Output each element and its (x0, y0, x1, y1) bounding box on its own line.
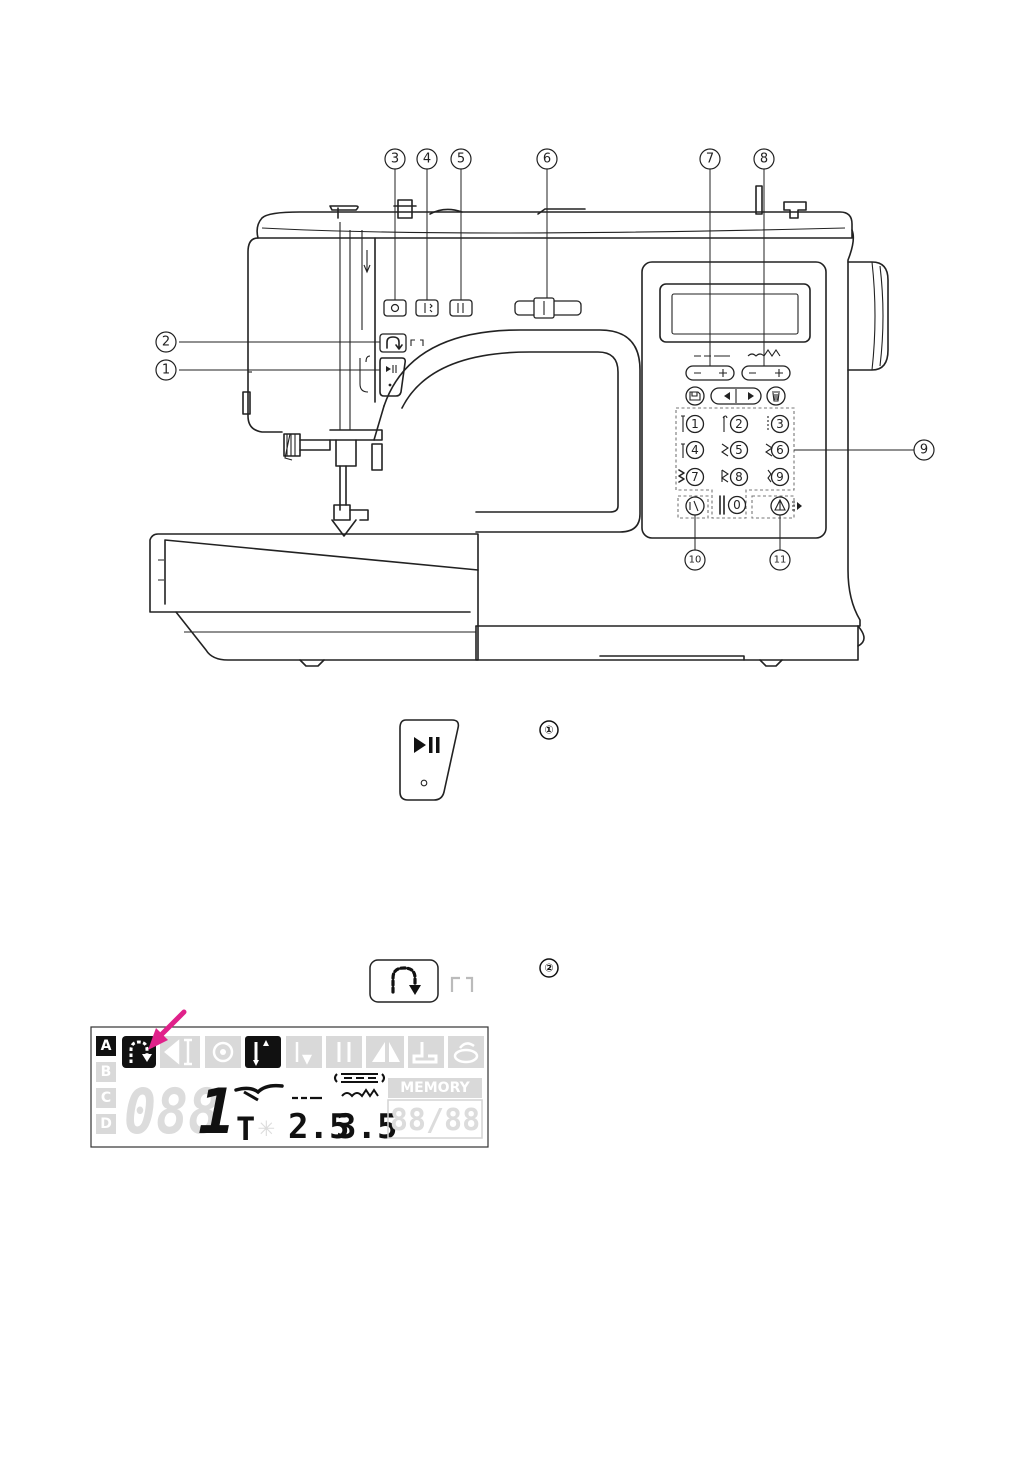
callout-circle-3 (384, 148, 406, 170)
lcd-mode-b: B (101, 1064, 112, 1080)
reverse-stitch-icon (386, 336, 403, 350)
sewing-machine: 1 2 3 4 5 6 7 8 9 0 (149, 185, 889, 667)
start-stop-button-large (399, 719, 460, 801)
twin-needle-button[interactable] (449, 299, 473, 317)
auto-tie-icon (689, 500, 699, 512)
mirror-icon (774, 498, 786, 511)
reverse-stitch-icon (391, 966, 417, 994)
twin-needle-icon (457, 303, 464, 313)
pattern-key-9[interactable] (770, 467, 790, 487)
highlight-arrow (148, 1009, 187, 1050)
callout-circle-9 (913, 439, 935, 461)
callout-8: 8 (760, 152, 768, 167)
lcd-mode-d: D (100, 1116, 112, 1132)
section-marker-2: ② (544, 962, 553, 975)
control-panel (641, 261, 827, 539)
lcd-pattern-digit: 1 (198, 1075, 235, 1148)
callout-3: 3 (391, 152, 399, 167)
callout-2: 2 (162, 335, 170, 350)
callout-circle-10 (684, 549, 706, 571)
callout-circle-5 (450, 148, 472, 170)
callout-circle-4 (416, 148, 438, 170)
lcd-needle-up-icon (245, 1036, 281, 1068)
callout-1: 1 (162, 363, 170, 378)
pattern-key-3[interactable] (770, 414, 790, 434)
section-start-stop: ① (399, 719, 559, 801)
lcd-mode-c: C (101, 1090, 111, 1106)
play-pause-icon (386, 366, 391, 372)
svg-text:✳: ✳ (258, 1110, 275, 1143)
lcd-pattern-number: 088 (124, 1075, 220, 1148)
reverse-lock-icon (410, 339, 424, 346)
play-pause-icon (414, 737, 426, 753)
callout-circle-2 (155, 331, 177, 353)
pattern-key-label-2: 2 (735, 417, 743, 431)
pattern-keypad: 1 2 3 4 5 6 7 8 9 0 (685, 414, 790, 515)
callout-7: 7 (706, 152, 714, 167)
stitch-width-adjust[interactable] (741, 365, 791, 381)
lcd-memory-value: 88/88 (390, 1103, 480, 1138)
pattern-key-label-6: 6 (776, 443, 784, 457)
lcd-bezel (659, 283, 811, 343)
lcd-memory-label-bg (388, 1078, 482, 1098)
save-icon (689, 391, 701, 401)
callout-circle-11 (769, 549, 791, 571)
callout-circle-8 (753, 148, 775, 170)
callout-circle-1 (155, 359, 177, 381)
callout-5: 5 (457, 152, 465, 167)
pattern-key-label-9: 9 (776, 470, 784, 484)
lcd-mode-a: A (101, 1038, 112, 1054)
pattern-key-1[interactable] (685, 414, 705, 434)
delete-button[interactable] (766, 386, 786, 406)
pattern-key-7[interactable] (685, 467, 705, 487)
pattern-key-6[interactable] (770, 440, 790, 460)
callout-9: 9 (920, 443, 928, 458)
section-reverse: ② (369, 958, 559, 1003)
pattern-key-2[interactable] (729, 414, 749, 434)
lcd-foot-letter: T (236, 1110, 255, 1148)
pattern-key-0[interactable] (727, 495, 747, 515)
pattern-key-4[interactable] (685, 440, 705, 460)
callout-circle-7 (699, 148, 721, 170)
lcd-twin-needle-icon (326, 1036, 362, 1068)
pattern-key-label-5: 5 (735, 443, 743, 457)
auto-lock-icon (390, 303, 400, 313)
needle-up-down-icon (424, 303, 433, 313)
lcd-screen (671, 293, 799, 335)
pattern-key-label-4: 4 (691, 443, 699, 457)
callout-circle-6 (536, 148, 558, 170)
lcd-memory-label: MEMORY (400, 1080, 470, 1096)
lcd-presser-foot-symbol (234, 1083, 284, 1095)
start-stop-button[interactable] (379, 357, 406, 397)
callout-10: 10 (689, 555, 702, 566)
lcd-needle-down-icon (286, 1036, 322, 1068)
pattern-key-label-1: 1 (691, 417, 699, 431)
auto-lock-button[interactable] (383, 299, 407, 317)
pattern-key-label-0: 0 (733, 498, 741, 512)
lcd-stitch-width: 3.5 (336, 1107, 397, 1147)
needle-position-button[interactable] (415, 299, 439, 317)
pattern-key-5[interactable] (729, 440, 749, 460)
trash-icon (772, 391, 780, 402)
reverse-button-large (369, 959, 439, 1003)
callout-11: 11 (774, 555, 787, 566)
callout-4: 4 (423, 152, 431, 167)
pattern-key-label-7: 7 (691, 470, 699, 484)
section-marker-1: ① (544, 724, 553, 737)
pattern-key-8[interactable] (729, 467, 749, 487)
auto-tie-button[interactable] (685, 496, 705, 516)
pattern-key-label-3: 3 (776, 417, 784, 431)
callout-6: 6 (543, 152, 551, 167)
pattern-key-label-8: 8 (735, 470, 743, 484)
lcd-stitch-length: 2.5 (288, 1107, 349, 1147)
reverse-lock-icon (450, 976, 474, 992)
lcd-display: A B C D 088 1 (90, 1009, 489, 1148)
